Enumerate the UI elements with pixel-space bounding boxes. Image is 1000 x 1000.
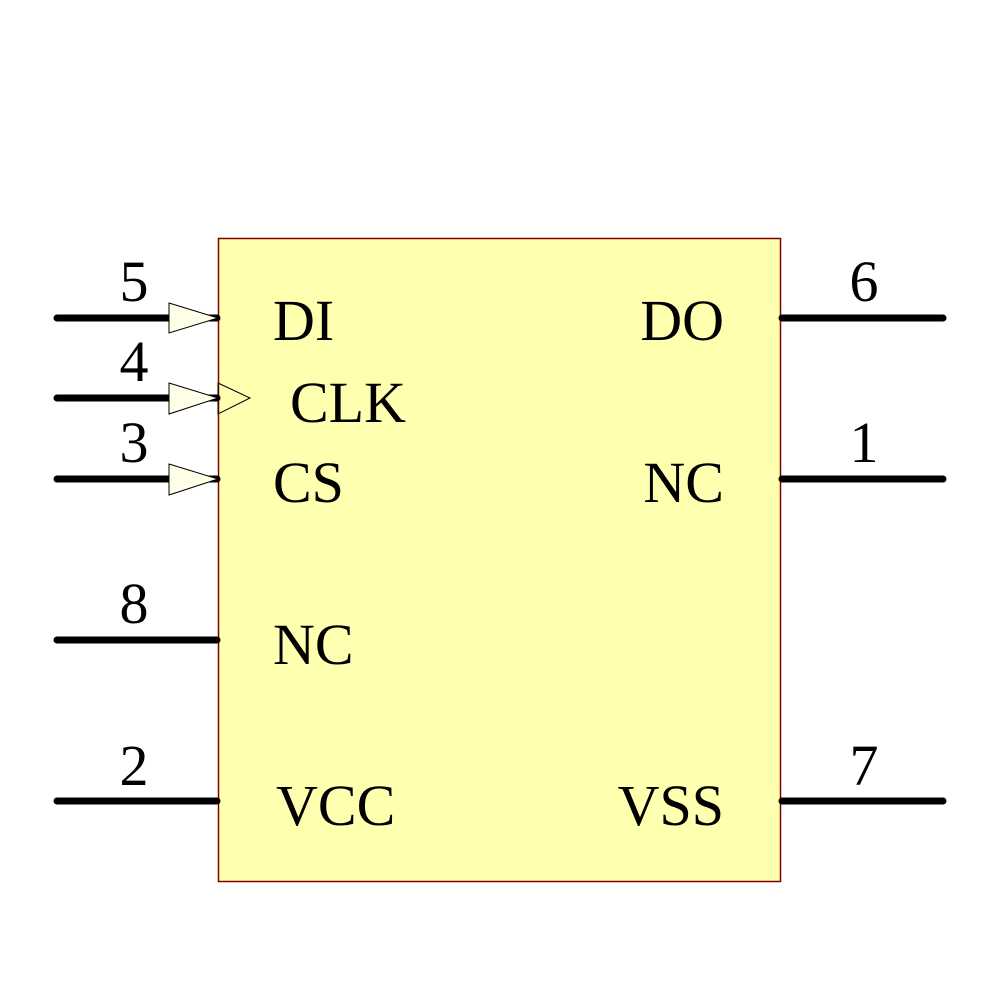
- clock-indicator-icon: [217, 382, 252, 415]
- pin-name: CS: [273, 450, 344, 515]
- pin-number: 6: [850, 249, 879, 314]
- input-arrow-icon: [168, 463, 220, 496]
- input-arrow-icon: [168, 382, 220, 415]
- pin-name: VCC: [276, 773, 395, 838]
- pin-6[interactable]: 6 DO: [640, 249, 947, 353]
- pin-number: 7: [850, 733, 879, 798]
- pin-number: 3: [120, 410, 149, 475]
- pin-8[interactable]: 8 NC: [53, 571, 354, 677]
- component-body[interactable]: [217, 237, 782, 883]
- pin-7[interactable]: 7 VSS: [618, 733, 947, 838]
- pin-number: 1: [850, 410, 879, 475]
- pin-number: 5: [120, 249, 149, 314]
- pin-4[interactable]: 4 CLK: [53, 329, 406, 435]
- pin-2[interactable]: 2 VCC: [53, 733, 395, 838]
- pin-name: NC: [273, 612, 354, 677]
- pin-name: VSS: [618, 773, 724, 838]
- pin-number: 8: [120, 571, 149, 636]
- pin-number: 2: [120, 733, 149, 798]
- pin-1[interactable]: 1 NC: [643, 410, 947, 515]
- pin-5[interactable]: 5 DI: [53, 249, 334, 353]
- pin-number: 4: [120, 329, 149, 394]
- pin-3[interactable]: 3 CS: [53, 410, 344, 515]
- pin-name: DI: [273, 288, 334, 353]
- pin-name: NC: [643, 450, 724, 515]
- input-arrow-icon: [168, 302, 220, 334]
- pin-name: DO: [640, 288, 724, 353]
- pin-name: CLK: [290, 370, 406, 435]
